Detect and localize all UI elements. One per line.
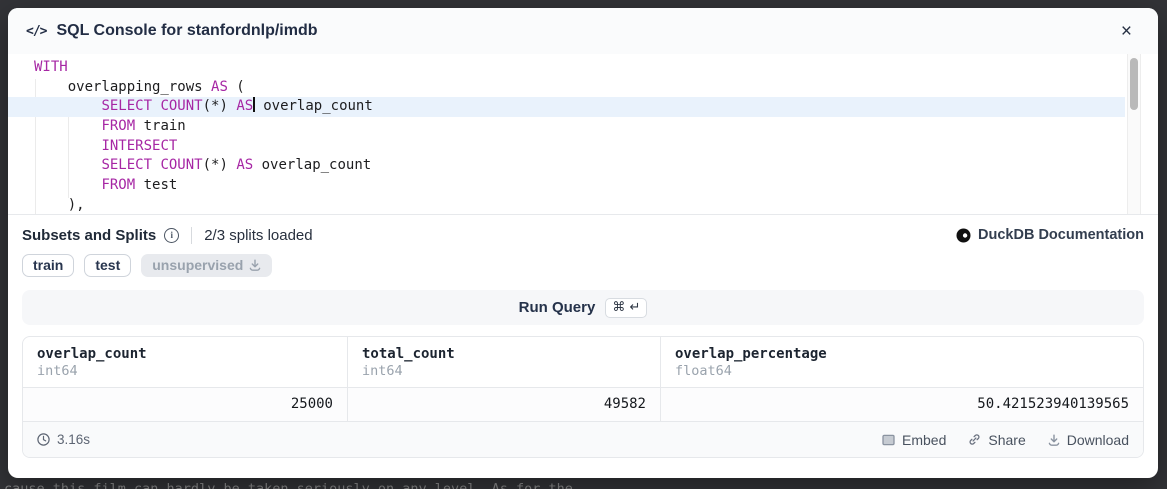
run-query-button[interactable]: Run Query ⌘ ↵ [22, 290, 1144, 325]
duckdb-documentation-link[interactable]: DuckDB Documentation [956, 227, 1144, 243]
embed-icon [882, 434, 895, 446]
splits-loaded-status: 2/3 splits loaded [204, 226, 313, 244]
code-line[interactable]: overlapping_rows AS ( [8, 78, 1125, 98]
duckdb-logo-icon [956, 228, 971, 243]
duckdb-documentation-label: DuckDB Documentation [978, 227, 1144, 243]
share-button[interactable]: Share [968, 431, 1026, 448]
sql-console-modal: </> SQL Console for stanfordnlp/imdb × W… [8, 8, 1158, 478]
sql-editor[interactable]: WITH overlapping_rows AS ( SELECT COUNT(… [8, 54, 1158, 215]
sql-keyword: SELECT [101, 157, 153, 174]
editor-scrollbar[interactable] [1127, 54, 1141, 214]
sql-keyword: SELECT [101, 98, 153, 115]
indent-guide [35, 79, 36, 214]
code-line[interactable]: ), [8, 196, 1125, 214]
sql-text: overlapping_rows [34, 78, 212, 95]
sql-keyword: WITH [34, 59, 68, 75]
code-icon: </> [26, 23, 48, 39]
sql-text [34, 138, 101, 154]
background-page-text: cause this film can hardly be taken seri… [4, 481, 573, 489]
download-icon [249, 259, 261, 271]
subsets-info-row: Subsets and Splits i 2/3 splits loaded D… [22, 222, 1144, 248]
sql-keyword: INTERSECT [101, 137, 178, 154]
download-button[interactable]: Download [1048, 432, 1129, 448]
sql-text: overlap_count [254, 98, 373, 115]
download-label: Download [1066, 431, 1129, 448]
indent-guide [68, 99, 69, 198]
table-cell: 50.421523940139565 [977, 396, 1129, 412]
sql-keyword: AS [236, 98, 254, 115]
embed-button[interactable]: Embed [882, 432, 946, 448]
sql-text [34, 177, 101, 193]
split-button-train[interactable]: train [22, 254, 75, 277]
clock-icon [37, 433, 50, 446]
split-label: test [95, 257, 121, 273]
code-line[interactable]: SELECT COUNT(*) AS overlap_count [8, 97, 1125, 118]
share-label: Share [988, 431, 1026, 448]
split-button-unsupervised[interactable]: unsupervised [141, 254, 273, 277]
code-line[interactable]: INTERSECT [8, 137, 1125, 157]
column-name: total_count [362, 346, 455, 362]
sql-text: ( [227, 78, 245, 95]
result-actions: Embed Share Download [882, 432, 1129, 448]
sql-text [34, 157, 101, 173]
sql-text: (*) [202, 157, 237, 174]
subsets-info-left: Subsets and Splits i 2/3 splits loaded [22, 226, 313, 244]
code-line[interactable]: SELECT COUNT(*) AS overlap_count [8, 156, 1125, 176]
column-type: float64 [675, 363, 732, 379]
code-line[interactable]: FROM train [8, 117, 1125, 137]
table-cell: 49582 [348, 388, 661, 421]
close-icon[interactable]: × [1113, 18, 1140, 45]
column-type: int64 [362, 363, 403, 379]
query-duration: 3.16s [57, 432, 91, 447]
sql-keyword: FROM [101, 118, 136, 135]
info-icon[interactable]: i [164, 227, 180, 243]
divider [191, 226, 193, 244]
modal-body: Subsets and Splits i 2/3 splits loaded D… [8, 215, 1158, 458]
embed-label: Embed [902, 431, 947, 448]
sql-keyword: COUNT [160, 98, 203, 115]
table-cell: 25000 [23, 388, 348, 421]
code-lines: WITH overlapping_rows AS ( SELECT COUNT(… [8, 58, 1158, 214]
keyboard-shortcut-badge: ⌘ ↵ [605, 297, 648, 318]
sql-text [34, 118, 101, 134]
split-label: train [33, 257, 64, 273]
splits-list: train test unsupervised [22, 254, 1144, 277]
code-line[interactable]: FROM test [8, 176, 1125, 196]
text-cursor [253, 97, 255, 113]
modal-header: </> SQL Console for stanfordnlp/imdb × [8, 8, 1158, 54]
run-query-label: Run Query [518, 299, 596, 316]
table-footer: 3.16s Embed Share Download [23, 421, 1143, 457]
column-type: int64 [37, 363, 78, 379]
split-button-test[interactable]: test [84, 254, 132, 277]
sql-keyword: AS [211, 78, 228, 95]
sql-text: train [135, 118, 186, 135]
sql-keyword: AS [236, 157, 254, 174]
sql-text: test [135, 177, 178, 194]
split-label: unsupervised [152, 257, 244, 273]
sql-text: (*) [202, 98, 237, 115]
sql-text: overlap_count [253, 157, 372, 174]
modal-title: SQL Console for stanfordnlp/imdb [56, 22, 318, 39]
share-icon [968, 433, 981, 446]
column-name: overlap_count [37, 346, 147, 362]
sql-text: ), [34, 196, 85, 213]
download-icon [1048, 434, 1060, 446]
sql-keyword: FROM [101, 177, 136, 194]
subsets-heading: Subsets and Splits [22, 226, 157, 244]
column-name: overlap_percentage [675, 346, 827, 362]
sql-text [34, 98, 101, 114]
sql-keyword: COUNT [160, 157, 203, 174]
code-line[interactable]: WITH [8, 58, 1125, 78]
scrollbar-thumb[interactable] [1130, 58, 1138, 110]
query-timing: 3.16s [37, 432, 90, 447]
